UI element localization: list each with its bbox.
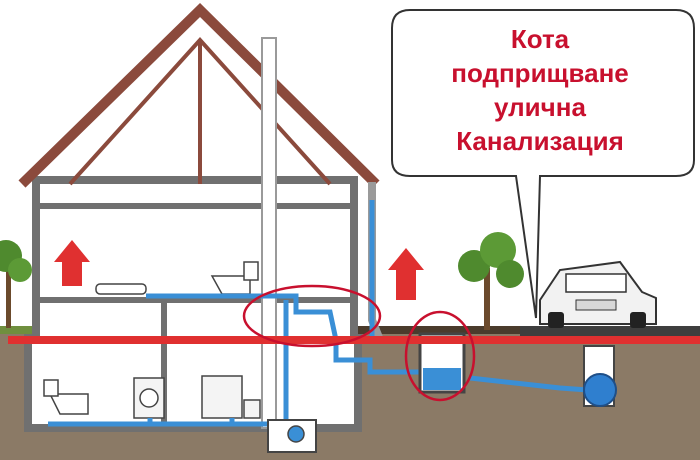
tree-left-crown-2 (8, 258, 32, 282)
tank-basement (43, 379, 59, 397)
roof (18, 2, 380, 188)
tree-right-trunk (484, 268, 490, 330)
highlight-ellipses (242, 284, 476, 402)
street-sewer-pipe (583, 373, 617, 407)
laundry-cabinet (243, 399, 261, 419)
tree-right (458, 232, 524, 330)
lift-station (267, 419, 317, 453)
callout-bubble (391, 9, 695, 319)
callout-line-1: Кота (510, 24, 570, 54)
callout-line-2: подприщване (451, 58, 629, 88)
car (539, 260, 657, 328)
tank-upper (243, 261, 259, 281)
pump-icon (287, 425, 305, 443)
callout-line-3: улична (494, 92, 586, 122)
tree-right-crown-3 (496, 260, 524, 288)
ellipse-house-pipe (242, 284, 382, 348)
tree-left (0, 240, 32, 328)
house (18, 2, 380, 432)
tree-right-crown-2 (480, 232, 516, 268)
yard-slab (340, 326, 520, 334)
tree-left-trunk (6, 268, 11, 328)
car-wheel-left (548, 312, 564, 328)
sewer-connection (469, 375, 589, 393)
car-windshield (565, 273, 627, 293)
fixtures (43, 261, 261, 419)
callout-text: Кота подприщване улична Канализация (410, 22, 670, 158)
car-wheel-right (630, 312, 646, 328)
vent-stack (261, 37, 277, 429)
dryer (201, 375, 243, 419)
toilet-basement (48, 393, 89, 415)
flow-arrows (54, 240, 424, 300)
callout-line-4: Канализация (456, 126, 624, 156)
street-surface (520, 326, 700, 338)
chamber-water (423, 368, 461, 390)
washing-machine-door (139, 388, 159, 408)
basement-branches (147, 418, 235, 424)
up-arrow-left (54, 240, 90, 286)
sink (95, 283, 147, 295)
ellipse-chamber (404, 310, 476, 402)
car-grille (575, 299, 617, 311)
up-arrow-right (388, 248, 424, 300)
